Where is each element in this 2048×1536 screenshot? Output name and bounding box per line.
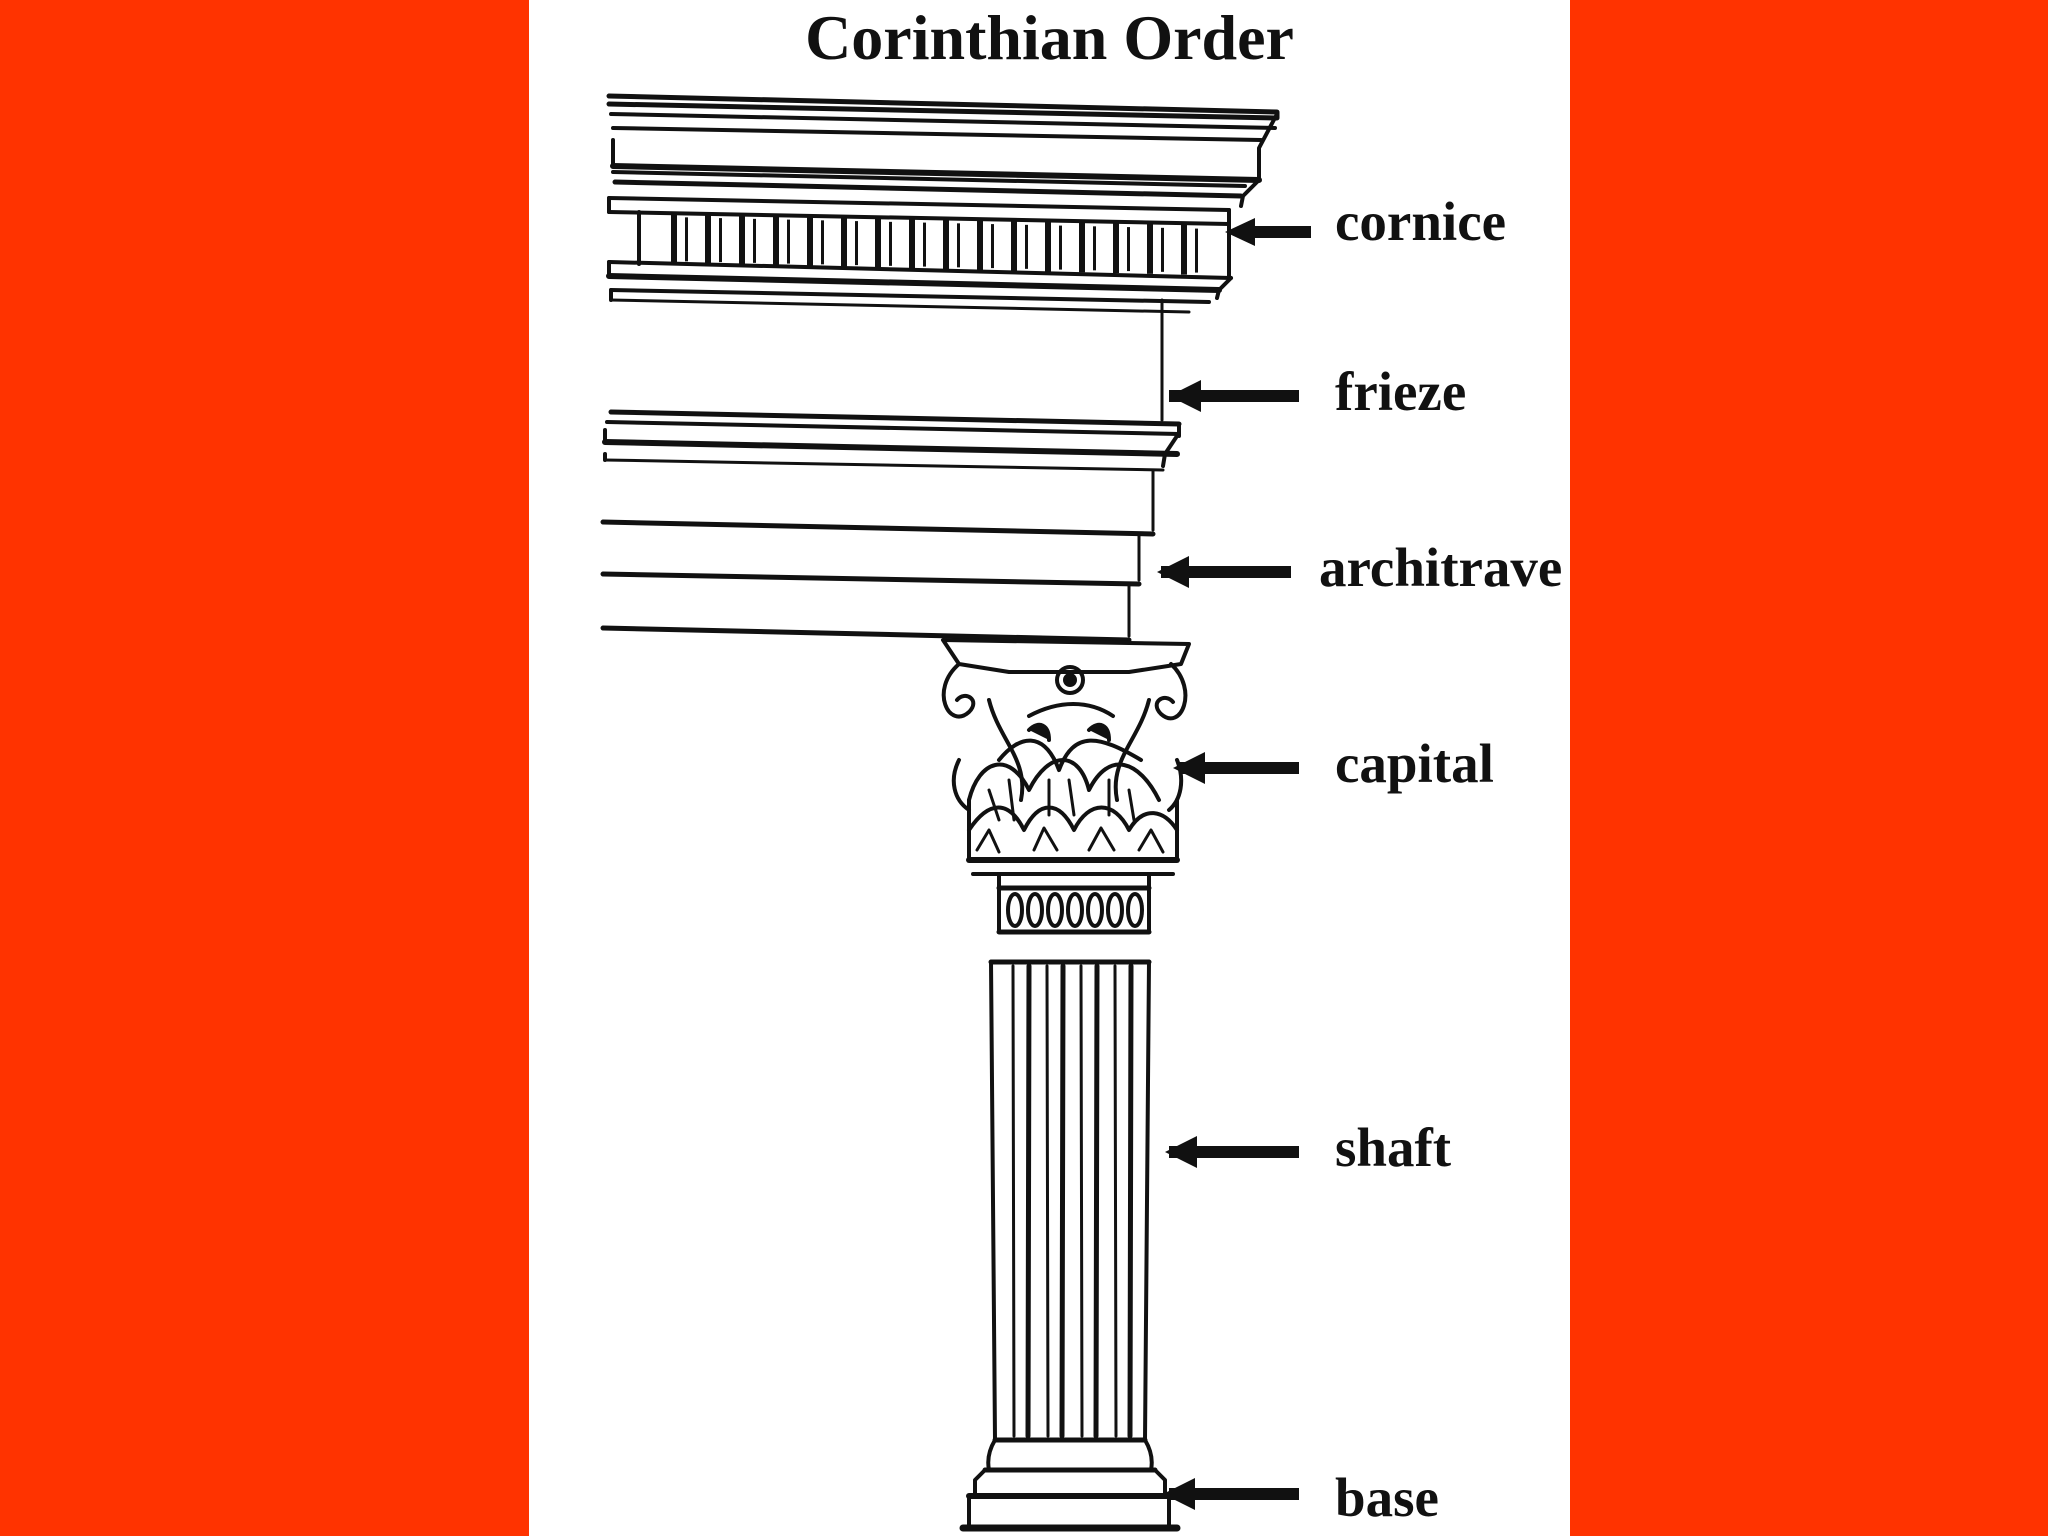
label-arrows xyxy=(1157,218,1311,1510)
shaft-flute xyxy=(1025,963,1032,1439)
dentil-line xyxy=(889,221,892,266)
dentil-line xyxy=(1059,225,1062,270)
diagram-title: Corinthian Order xyxy=(805,2,1294,73)
capital-drawing xyxy=(941,638,1191,935)
dentil-line xyxy=(923,222,926,267)
frieze-drawing xyxy=(602,288,1191,468)
necking-bead xyxy=(1066,892,1084,928)
label-capital: capital xyxy=(1335,733,1494,794)
corinthian-column-illustration xyxy=(600,93,1311,1532)
dentil-line xyxy=(855,221,858,266)
architrave-drawing xyxy=(600,452,1165,643)
dentil-line xyxy=(1093,226,1096,271)
dentil-line xyxy=(719,218,722,263)
dentil xyxy=(1147,223,1153,274)
dentil-line xyxy=(1127,227,1130,272)
label-base: base xyxy=(1335,1467,1439,1528)
shaft-flute xyxy=(1079,964,1084,1438)
dentil xyxy=(1011,220,1017,271)
shaft-flute xyxy=(1093,963,1100,1439)
dentil-line xyxy=(787,219,790,264)
dentil-line xyxy=(685,217,688,262)
shaft-flute xyxy=(1127,963,1134,1439)
dentil xyxy=(909,218,915,269)
dentil-line xyxy=(1161,227,1164,272)
dentil xyxy=(705,214,711,265)
dentil-line xyxy=(753,218,756,263)
cornice-drawing xyxy=(606,93,1280,304)
dentil-line xyxy=(1025,224,1028,269)
dentil-line xyxy=(957,223,960,268)
dentil-line xyxy=(1195,228,1198,273)
shaft-flutes xyxy=(1011,963,1134,1439)
dentil xyxy=(1181,224,1187,275)
dentils xyxy=(671,213,1198,275)
base-drawing xyxy=(959,1437,1181,1532)
necking-bead xyxy=(1046,892,1064,928)
necking-bead xyxy=(1106,892,1124,928)
necking-bead xyxy=(1006,892,1024,928)
dentil xyxy=(943,219,949,270)
label-cornice: cornice xyxy=(1335,191,1507,252)
shaft-flute xyxy=(1045,964,1050,1438)
dentil xyxy=(807,216,813,267)
dentil xyxy=(1113,223,1119,274)
label-architrave: architrave xyxy=(1319,537,1563,598)
shaft-drawing xyxy=(988,959,1152,1442)
shaft-flute xyxy=(1059,963,1066,1439)
shaft-flute xyxy=(1113,964,1118,1438)
dentil xyxy=(1079,222,1085,273)
dentil xyxy=(977,220,983,271)
label-frieze: frieze xyxy=(1335,361,1467,422)
necking-bead xyxy=(1026,892,1044,928)
dentil xyxy=(773,215,779,266)
dentil xyxy=(841,217,847,268)
dentil xyxy=(671,213,677,264)
necking-beads xyxy=(1006,892,1144,928)
label-shaft: shaft xyxy=(1335,1117,1452,1178)
dentil xyxy=(875,217,881,268)
necking-bead xyxy=(1126,892,1144,928)
necking-bead xyxy=(1086,892,1104,928)
dentil-line xyxy=(821,220,824,265)
diagram-panel: Corinthian Order xyxy=(529,0,1570,1536)
dentil-line xyxy=(991,224,994,269)
shaft-flute xyxy=(1011,964,1016,1438)
dentil xyxy=(739,214,745,265)
dentil xyxy=(1045,221,1051,272)
